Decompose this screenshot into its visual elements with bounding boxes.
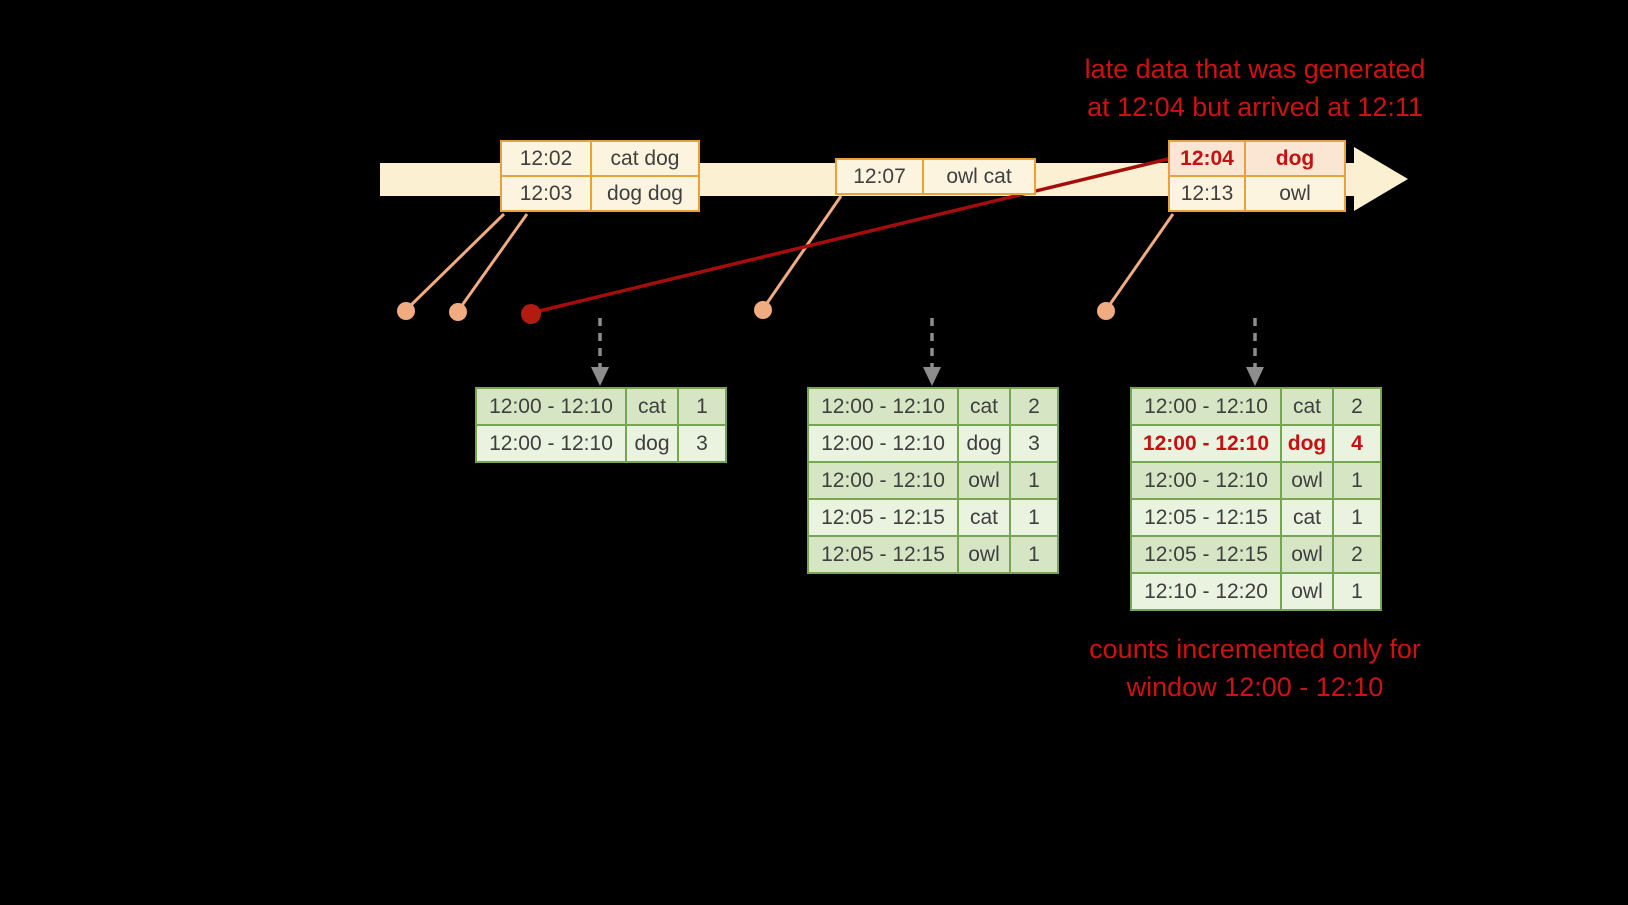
word-cell: dog [957, 424, 1011, 463]
trigger-arrowhead-icon [1246, 367, 1264, 386]
counts-annotation-line2: window 12:00 - 12:10 [1126, 672, 1384, 702]
word-cell: cat [957, 387, 1011, 426]
table-row: 12:05 - 12:15 owl 2 [1130, 535, 1382, 574]
count-cell: 3 [677, 424, 727, 463]
counts-annotation-line1: counts incremented only for [1089, 634, 1421, 664]
event-dot [449, 303, 467, 321]
event-words: dog dog [590, 175, 700, 212]
count-cell: 2 [1332, 535, 1382, 574]
count-cell: 4 [1332, 424, 1382, 463]
table-row: 12:00 - 12:10 cat 2 [807, 387, 1059, 426]
event-words: cat dog [590, 140, 700, 177]
word-cell: dog [1280, 424, 1334, 463]
table-row: 12:00 - 12:10 owl 1 [807, 461, 1059, 500]
table-row: 12:00 - 12:10 dog 3 [807, 424, 1059, 463]
count-cell: 1 [1009, 498, 1059, 537]
count-cell: 1 [1009, 461, 1059, 500]
table-row: 12:05 - 12:15 owl 1 [807, 535, 1059, 574]
window-cell: 12:00 - 12:10 [1130, 461, 1282, 500]
event-time: 12:07 [835, 158, 924, 195]
window-cell: 12:00 - 12:10 [1130, 424, 1282, 463]
late-event-row: 12:04 dog [1168, 140, 1346, 177]
window-cell: 12:05 - 12:15 [1130, 498, 1282, 537]
window-cell: 12:00 - 12:10 [475, 424, 627, 463]
late-event-dot [521, 304, 541, 324]
table-row: 12:00 - 12:10 owl 1 [1130, 461, 1382, 500]
word-cell: cat [1280, 387, 1334, 426]
late-event-words: dog [1244, 140, 1346, 177]
window-cell: 12:05 - 12:15 [1130, 535, 1282, 574]
counts-annotation: counts incremented only for window 12:00… [1025, 630, 1485, 706]
count-cell: 2 [1332, 387, 1382, 426]
event-dot [1097, 302, 1115, 320]
late-event-time: 12:04 [1168, 140, 1246, 177]
table-row: 12:00 - 12:10 cat 2 [1130, 387, 1382, 426]
event-dot [754, 301, 772, 319]
event-box-1: 12:02 cat dog 12:03 dog dog [500, 140, 700, 212]
word-cell: owl [1280, 461, 1334, 500]
event-connector-line [761, 195, 843, 310]
late-data-annotation: late data that was generated at 12:04 bu… [1015, 50, 1495, 126]
late-data-annotation-line2: at 12:04 but arrived at 12:11 [1087, 92, 1423, 122]
count-cell: 2 [1009, 387, 1059, 426]
window-cell: 12:00 - 12:10 [807, 424, 959, 463]
word-cell: owl [957, 461, 1011, 500]
event-connector-line [456, 213, 529, 312]
event-time: 12:02 [500, 140, 592, 177]
event-row: 12:03 dog dog [500, 175, 700, 212]
event-box-2: 12:07 owl cat [835, 158, 1036, 195]
count-cell: 3 [1009, 424, 1059, 463]
window-cell: 12:10 - 12:20 [1130, 572, 1282, 611]
result-table-2: 12:00 - 12:10 cat 2 12:00 - 12:10 dog 3 … [807, 387, 1059, 574]
event-words: owl cat [922, 158, 1036, 195]
incremented-table-row: 12:00 - 12:10 dog 4 [1130, 424, 1382, 463]
word-cell: owl [1280, 535, 1334, 574]
event-row: 12:02 cat dog [500, 140, 700, 177]
result-table-1: 12:00 - 12:10 cat 1 12:00 - 12:10 dog 3 [475, 387, 727, 463]
word-cell: owl [957, 535, 1011, 574]
window-cell: 12:00 - 12:10 [1130, 387, 1282, 426]
word-cell: cat [957, 498, 1011, 537]
late-data-annotation-line1: late data that was generated [1084, 54, 1426, 84]
count-cell: 1 [1332, 572, 1382, 611]
window-cell: 12:00 - 12:10 [807, 387, 959, 426]
event-words: owl [1244, 175, 1346, 212]
count-cell: 1 [1332, 461, 1382, 500]
table-row: 12:00 - 12:10 dog 3 [475, 424, 727, 463]
event-time: 12:13 [1168, 175, 1246, 212]
late-data-connector-line [530, 157, 1169, 315]
word-cell: cat [625, 387, 679, 426]
window-cell: 12:05 - 12:15 [807, 498, 959, 537]
count-cell: 1 [677, 387, 727, 426]
event-row: 12:07 owl cat [835, 158, 1036, 195]
count-cell: 1 [1009, 535, 1059, 574]
result-table-3: 12:00 - 12:10 cat 2 12:00 - 12:10 dog 4 … [1130, 387, 1382, 611]
count-cell: 1 [1332, 498, 1382, 537]
window-cell: 12:05 - 12:15 [807, 535, 959, 574]
timeline-arrowhead-icon [1354, 147, 1408, 211]
window-cell: 12:00 - 12:10 [807, 461, 959, 500]
trigger-arrowhead-icon [591, 367, 609, 386]
event-box-3: 12:04 dog 12:13 owl [1168, 140, 1346, 212]
event-row: 12:13 owl [1168, 175, 1346, 212]
trigger-arrowhead-icon [923, 367, 941, 386]
word-cell: dog [625, 424, 679, 463]
table-row: 12:05 - 12:15 cat 1 [1130, 498, 1382, 537]
event-connector-line [1104, 213, 1175, 311]
event-dot [397, 302, 415, 320]
word-cell: cat [1280, 498, 1334, 537]
event-time: 12:03 [500, 175, 592, 212]
table-row: 12:05 - 12:15 cat 1 [807, 498, 1059, 537]
window-cell: 12:00 - 12:10 [475, 387, 627, 426]
table-row: 12:00 - 12:10 cat 1 [475, 387, 727, 426]
table-row: 12:10 - 12:20 owl 1 [1130, 572, 1382, 611]
event-connector-line [404, 212, 506, 312]
word-cell: owl [1280, 572, 1334, 611]
